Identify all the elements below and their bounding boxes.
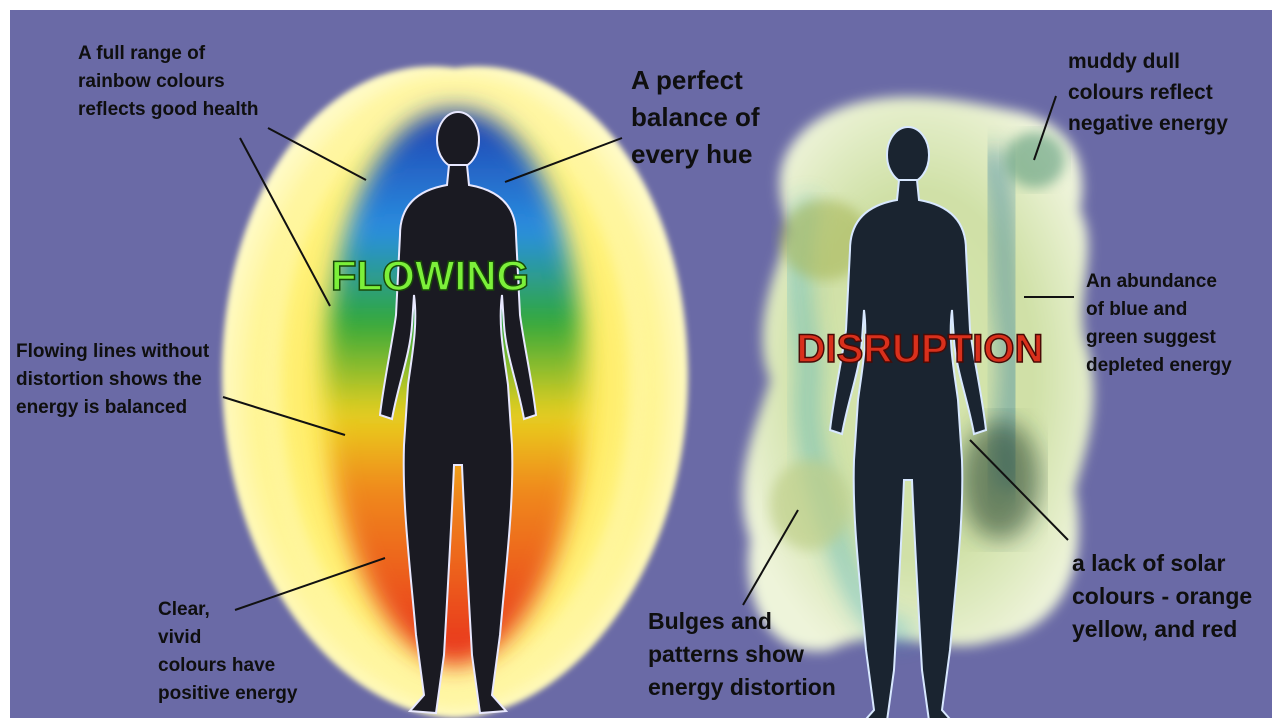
label-rainbow: A full range of rainbow colours reflects… xyxy=(78,40,259,124)
diagram-canvas: FLOWING DISRUPTION A full range of rainb… xyxy=(10,10,1272,718)
flowing-title: FLOWING xyxy=(331,252,529,299)
label-muddy: muddy dull colours reflect negative ener… xyxy=(1068,46,1228,139)
label-balance: A perfect balance of every hue xyxy=(631,62,760,173)
disruption-title: DISRUPTION xyxy=(797,327,1044,371)
label-clear: Clear, vivid colours have positive energ… xyxy=(158,596,297,708)
label-solar: a lack of solar colours - orange yellow,… xyxy=(1072,547,1252,646)
label-bulges: Bulges and patterns show energy distorti… xyxy=(648,605,836,704)
label-flowing-lines: Flowing lines without distortion shows t… xyxy=(16,338,209,422)
label-abundance: An abundance of blue and green suggest d… xyxy=(1086,268,1232,380)
